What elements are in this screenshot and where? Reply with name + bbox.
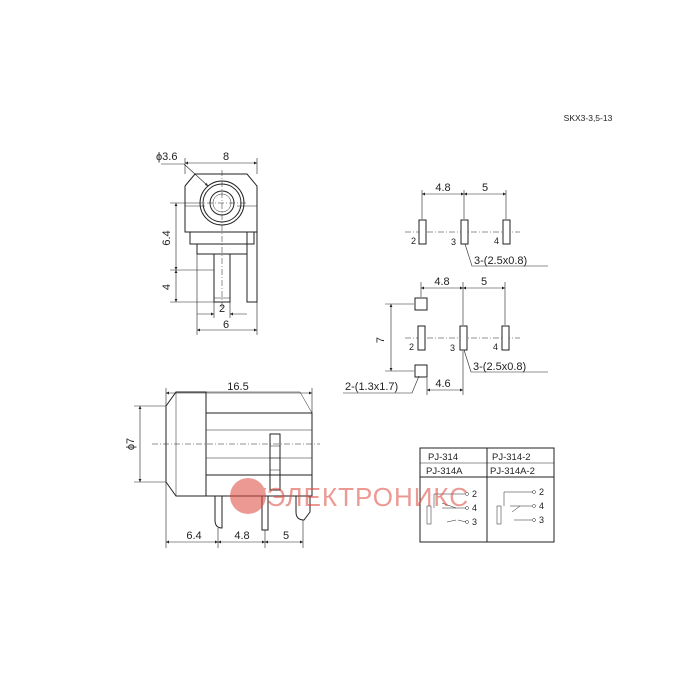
schematic-left: 2 4 3 <box>426 489 477 527</box>
front-pin-width-label: 2 <box>219 303 225 315</box>
schematic-left-pin-3: 3 <box>472 517 477 527</box>
pcb2-slot-note: 3-(2.5x0.8) <box>473 361 526 373</box>
table-cell-pj314a-2: PJ-314A-2 <box>490 466 535 477</box>
side-length-label: 16.5 <box>227 381 248 393</box>
pcb1-dim-b-label: 5 <box>482 182 488 194</box>
variant-table: PJ-314 PJ-314-2 PJ-314A PJ-314A-2 2 4 3 <box>419 447 555 543</box>
pcb-layout-2: 4.8 5 7 2 3 4 3-(2.5x0.8) 4.6 2-(1.3x1.7… <box>343 276 548 395</box>
pcb2-pin-4-label: 4 <box>493 342 498 352</box>
slot-pad-2 <box>418 219 427 245</box>
front-pin-height-label: 4 <box>161 284 173 290</box>
watermark: РУЭЛЕКТРОНИКС <box>230 478 469 514</box>
watermark-logo-icon <box>230 478 266 514</box>
square-pad-top <box>414 297 428 311</box>
slot-pad-3 <box>460 219 469 245</box>
model-code: SKX3-3,5-13 <box>564 113 613 123</box>
side-spacing-b-label: 4.8 <box>234 530 249 542</box>
square-pad-bottom <box>414 364 428 378</box>
pcb1-dim-a-label: 4.8 <box>435 182 450 194</box>
slot-pad-4 <box>502 219 511 245</box>
pcb2-dim-b-label: 5 <box>481 276 487 288</box>
side-spacing-c-label: 5 <box>283 530 289 542</box>
schematic-right: 2 4 3 <box>496 487 544 525</box>
side-diameter-label: ϕ7 <box>125 438 137 450</box>
side-view: 16.5 ϕ7 6.4 4.8 5 <box>125 381 320 548</box>
pcb1-pin-2-label: 2 <box>411 236 416 246</box>
table-cell-pj314-2: PJ-314-2 <box>492 452 531 463</box>
slot-pad-2b <box>417 325 426 351</box>
schematic-right-pin-2: 2 <box>539 487 544 497</box>
table-cell-pj314a: PJ-314A <box>426 466 463 477</box>
pcb2-pad-note: 2-(1.3x1.7) <box>345 381 398 393</box>
schematic-right-pin-4: 4 <box>539 501 544 511</box>
pcb1-pin-3-label: 3 <box>451 237 456 247</box>
table-cell-pj314: PJ-314 <box>428 452 458 463</box>
pcb2-pin-2-label: 2 <box>409 342 414 352</box>
front-width-top-label: 8 <box>223 151 229 163</box>
side-spacing-a-label: 6.4 <box>186 530 201 542</box>
front-body-height-label: 6.4 <box>161 230 173 245</box>
pcb2-pin-3-label: 3 <box>450 343 455 353</box>
pcb1-pin-4-label: 4 <box>494 236 499 246</box>
pcb-layout-1: 4.8 5 2 3 4 3-(2.5x0.8) <box>405 182 548 267</box>
schematic-left-pin-2: 2 <box>472 489 477 499</box>
pcb2-offset-label: 4.6 <box>435 378 450 390</box>
front-view: 8 ϕ3.6 6.4 4 2 6 <box>156 151 258 335</box>
slot-pad-4b <box>501 325 510 351</box>
front-width-bottom-label: 6 <box>223 319 229 331</box>
watermark-text: РУЭЛЕКТРОНИКС <box>232 482 469 512</box>
schematic-right-pin-3: 3 <box>539 515 544 525</box>
pcb1-slot-note: 3-(2.5x0.8) <box>474 255 527 267</box>
pcb2-height-label: 7 <box>375 337 387 343</box>
slot-pad-3b <box>459 325 468 351</box>
schematic-left-pin-4: 4 <box>472 503 477 513</box>
center-pin <box>213 253 231 303</box>
front-hole-diameter-label: ϕ3.6 <box>156 151 177 163</box>
pcb2-dim-a-label: 4.8 <box>434 276 449 288</box>
